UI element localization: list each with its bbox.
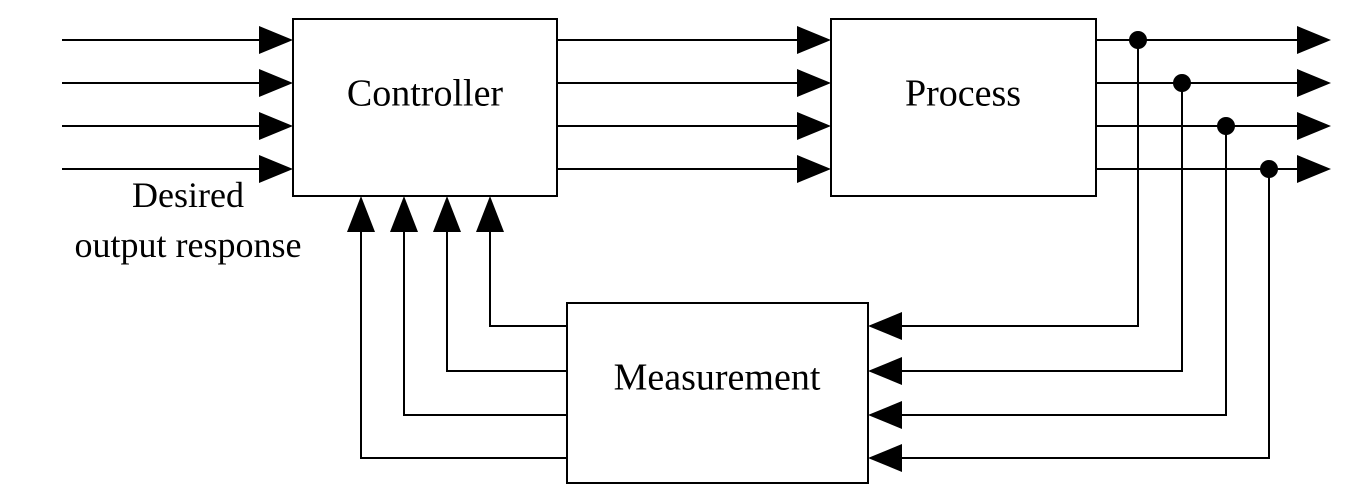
feedback-return-wire-2	[446, 210, 567, 372]
output-arrow-1	[1297, 26, 1331, 54]
junction-dot-2	[1173, 74, 1191, 92]
feedback-return-wire-1	[489, 210, 567, 327]
junction-dot-4	[1260, 160, 1278, 178]
junction-dot-3	[1217, 117, 1235, 135]
desired-label-line-1: Desired	[132, 175, 244, 215]
process-block-label: Process	[905, 73, 1021, 115]
controller-block[interactable]: Controller	[292, 18, 558, 197]
measurement-input-arrow-2	[868, 357, 902, 385]
controller-block-label: Controller	[347, 73, 504, 115]
measurement-to-controller-wires-group	[347, 196, 567, 459]
feedback-tap-wire-3	[896, 126, 1227, 416]
output-arrow-2	[1297, 69, 1331, 97]
controller-feedback-arrow-1	[476, 196, 504, 232]
input-arrow-3	[259, 112, 293, 140]
feedback-tap-wires-group	[868, 40, 1270, 472]
feedback-return-wire-4	[360, 210, 567, 459]
controller-feedback-arrow-2	[433, 196, 461, 232]
measurement-input-arrow-4	[868, 444, 902, 472]
output-arrow-3	[1297, 112, 1331, 140]
input-arrow-4	[259, 155, 293, 183]
input-arrow-2	[259, 69, 293, 97]
feedback-tap-wire-1	[896, 40, 1139, 327]
feedback-tap-wire-4	[896, 169, 1270, 459]
process-block[interactable]: Process	[830, 18, 1097, 197]
input-arrow-1	[259, 26, 293, 54]
junction-dots-group	[1129, 31, 1278, 178]
measurement-input-arrow-1	[868, 312, 902, 340]
feedback-return-wire-3	[403, 210, 567, 416]
controller-block-rect[interactable]	[292, 18, 558, 197]
measurement-input-arrow-3	[868, 401, 902, 429]
input-wires-group	[62, 26, 293, 183]
desired-label-line-2: output response	[75, 225, 302, 265]
controller-feedback-arrow-4	[347, 196, 375, 232]
controller-feedback-arrow-3	[390, 196, 418, 232]
measurement-block-rect[interactable]	[566, 302, 869, 484]
cp-arrow-2	[797, 69, 831, 97]
measurement-block-label: Measurement	[614, 357, 821, 399]
desired-output-response-label: Desired output response	[75, 175, 302, 265]
controller-to-process-wires-group	[557, 26, 831, 183]
process-output-wires-group	[1096, 26, 1331, 183]
junction-dot-1	[1129, 31, 1147, 49]
cp-arrow-1	[797, 26, 831, 54]
output-arrow-4	[1297, 155, 1331, 183]
cp-arrow-4	[797, 155, 831, 183]
feedback-tap-wire-2	[896, 83, 1183, 372]
measurement-block[interactable]: Measurement	[566, 302, 869, 484]
process-block-rect[interactable]	[830, 18, 1097, 197]
cp-arrow-3	[797, 112, 831, 140]
